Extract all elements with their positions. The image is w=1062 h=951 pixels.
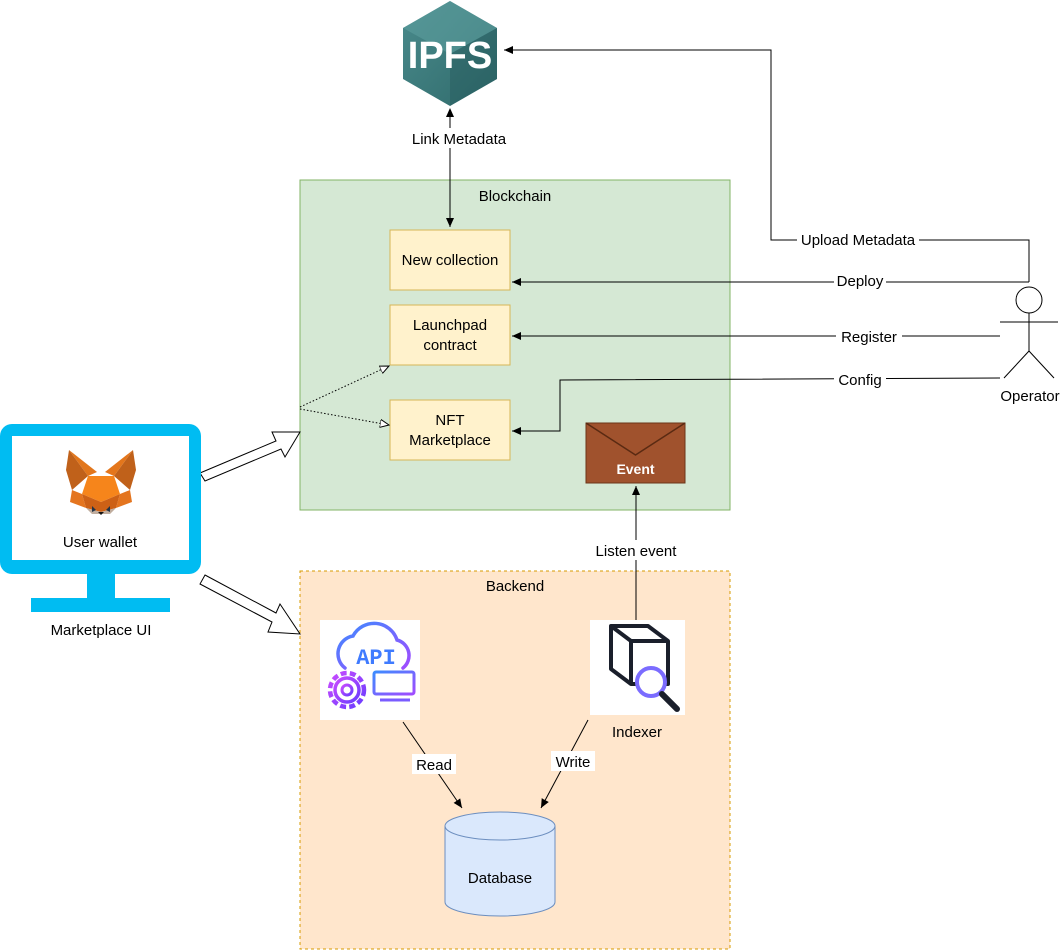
config-edge [512, 377, 1001, 435]
ui-to-marketplace-edge [299, 408, 389, 425]
operator-person-icon [1015, 286, 1043, 314]
api-icon-text: API [356, 646, 396, 671]
ui-to-launchpad-edge [299, 366, 389, 408]
config-label: Config [838, 372, 881, 389]
event-envelope: Event [585, 422, 686, 484]
nft-marketplace-box [389, 399, 511, 461]
indexer-service [590, 620, 685, 715]
marketplace-ui-monitor: User wallet [0, 424, 201, 612]
nft-marketplace-label-line2: Marketplace [409, 432, 491, 449]
ipfs-logo: IPFS [403, 1, 497, 106]
launchpad-contract-box [389, 304, 511, 366]
listen-event-label: Listen event [596, 543, 678, 560]
upload-metadata-label: Upload Metadata [801, 232, 916, 249]
new-collection-label: New collection [402, 252, 499, 269]
user-wallet-label: User wallet [63, 534, 138, 551]
cube-search-icon [609, 624, 680, 712]
nft-marketplace-label-line1: NFT [435, 412, 464, 429]
database-label: Database [468, 870, 532, 887]
upload-metadata-edge [504, 46, 1030, 282]
metamask-fox-icon [66, 450, 136, 515]
operator-label: Operator [1000, 388, 1059, 405]
read-edge-label: Read [416, 757, 452, 774]
blockchain-title: Blockchain [479, 188, 552, 205]
ipfs-logo-text: IPFS [408, 35, 492, 77]
gear-icon [327, 670, 367, 710]
deploy-label: Deploy [837, 273, 884, 290]
operator-actor [1000, 286, 1058, 379]
link-metadata-label: Link Metadata [412, 131, 507, 148]
event-label: Event [616, 461, 654, 477]
register-label: Register [841, 329, 897, 346]
cloud-icon [336, 621, 411, 670]
launchpad-label-line1: Launchpad [413, 317, 487, 334]
write-edge-label: Write [556, 754, 591, 771]
ui-to-blockchain-arrow [199, 431, 301, 482]
new-collection-box [389, 229, 511, 291]
marketplace-ui-label: Marketplace UI [51, 622, 152, 639]
launchpad-label-line2: contract [423, 337, 477, 354]
database-cylinder: Database [444, 811, 556, 917]
ui-to-backend-arrow [199, 574, 301, 635]
api-service: API [320, 620, 420, 720]
indexer-label: Indexer [612, 724, 662, 741]
backend-title: Backend [486, 578, 544, 595]
